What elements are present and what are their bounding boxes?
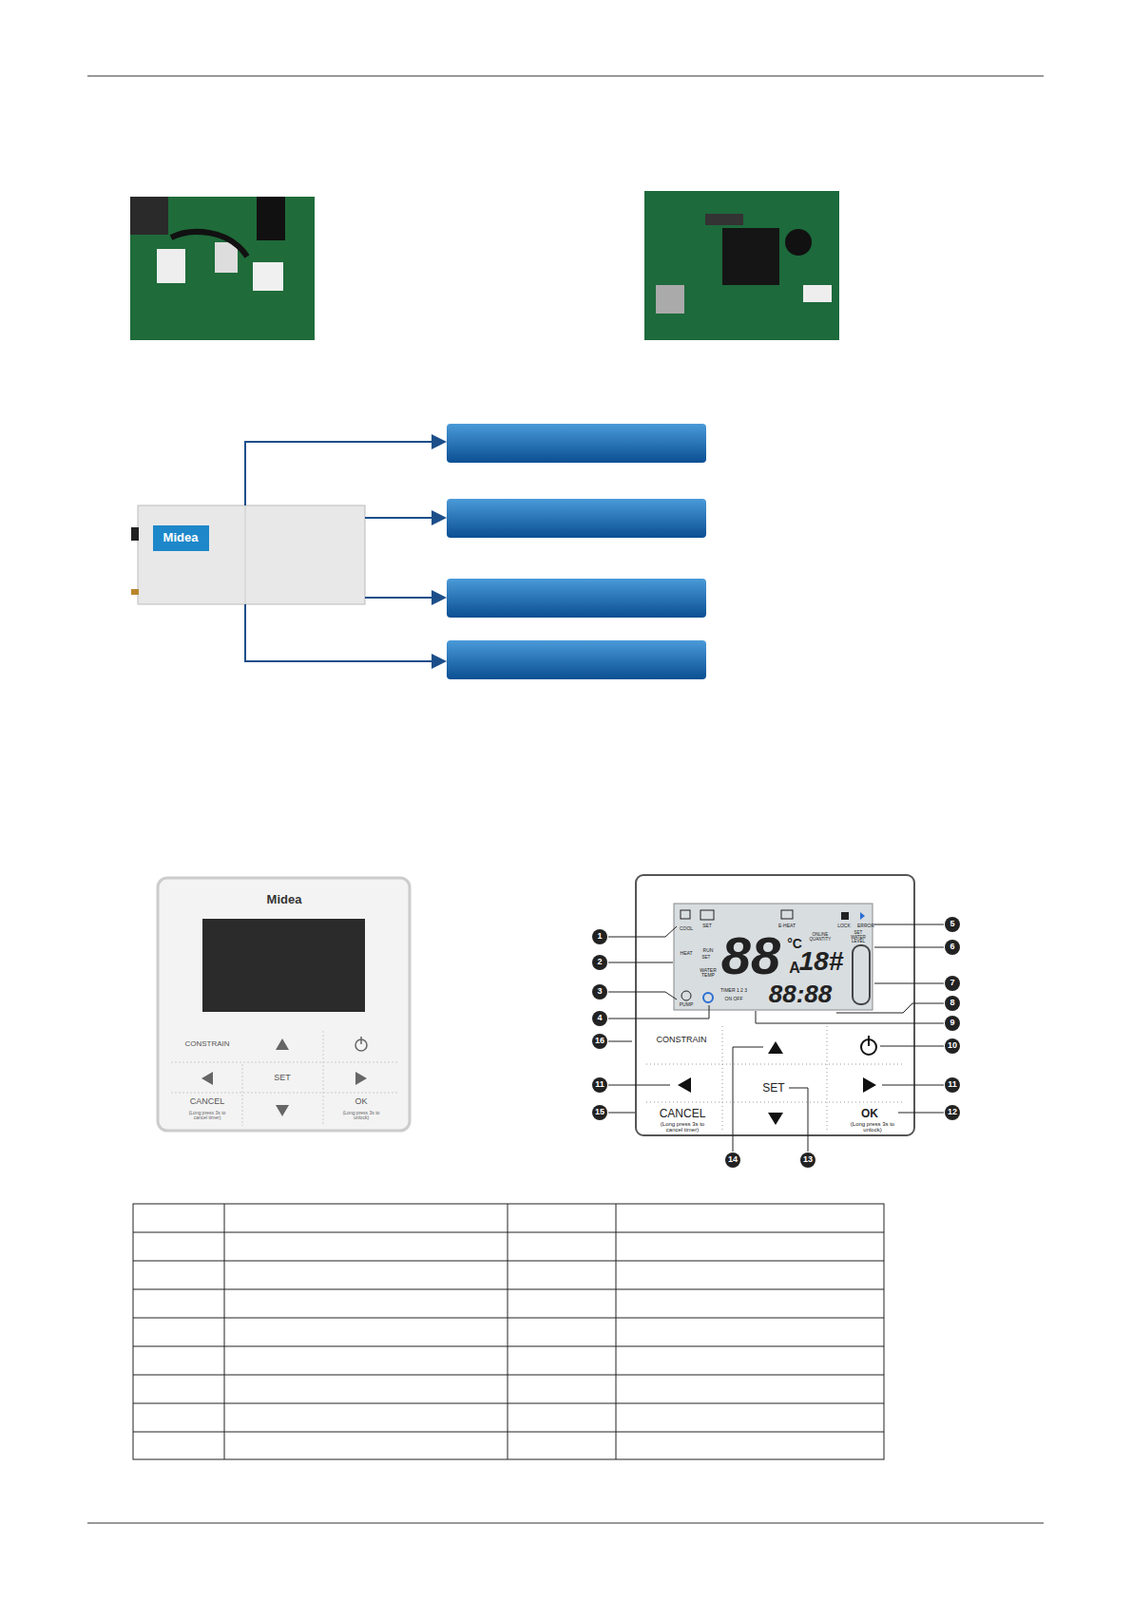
button-label: SET	[273, 1074, 291, 1083]
callout-number: 8	[944, 996, 960, 1012]
callout-number: 4	[592, 1011, 608, 1027]
icon-label: RUN	[703, 948, 714, 954]
icon-label: PUMP	[679, 1002, 693, 1008]
callout-number: 11	[944, 1077, 960, 1094]
logo-text: Midea	[163, 531, 199, 545]
header-rule	[87, 76, 1044, 77]
icon-label: ON OFF	[725, 997, 744, 1002]
callout-number: 1	[592, 929, 608, 945]
icon-label: TIMER 1 2 3	[720, 988, 748, 994]
icon-label: ONLINE QUANTITY	[808, 933, 832, 942]
controller-photo	[157, 878, 410, 1132]
callout-number: 16	[592, 1034, 608, 1050]
icon-label: SET WATER LEVEL	[847, 931, 869, 945]
controller-diagram	[635, 875, 915, 1136]
button-label: CONSTRAIN	[184, 1040, 230, 1049]
footer-rule	[87, 1523, 1044, 1525]
pcb-photo	[130, 191, 840, 341]
button-label: OK	[354, 1097, 367, 1107]
button-note: (Long press 3s to cancel timer)	[655, 1121, 710, 1134]
callout-number: 12	[944, 1105, 960, 1121]
callout-number: 15	[592, 1105, 608, 1121]
segment-digits: 18#	[799, 947, 845, 976]
button-note: (Long press 3s to cancel timer)	[183, 1111, 231, 1122]
callout-number: 10	[944, 1038, 960, 1055]
unit-illustration	[131, 505, 365, 605]
callout-number: 6	[944, 940, 960, 956]
icon-label: LOCK	[837, 923, 851, 929]
segment-digits: 88	[721, 928, 781, 985]
button-label: OK	[861, 1108, 879, 1121]
button-label: CANCEL	[659, 1108, 707, 1121]
icon-label: HEAT	[680, 951, 693, 957]
button-label: CANCEL	[190, 1097, 226, 1107]
button-label: CONSTRAIN	[655, 1036, 707, 1045]
callout-number: 13	[800, 1152, 816, 1169]
callout-number: 7	[944, 976, 960, 992]
callout-number: 3	[592, 984, 608, 1000]
callout-number: 5	[944, 917, 960, 933]
unit-symbol: A	[788, 960, 801, 978]
blue-bands	[446, 423, 707, 680]
empty-table	[133, 1204, 884, 1460]
callout-number: 14	[725, 1152, 741, 1169]
arrow-lines	[245, 441, 445, 662]
icon-label: COOL	[679, 926, 693, 932]
callout-number: 2	[592, 955, 608, 971]
icon-label: E-HEAT	[778, 923, 796, 929]
button-label: SET	[762, 1082, 785, 1095]
icon-label: ERROR	[857, 923, 875, 929]
callout-number: 9	[944, 1016, 960, 1032]
button-note: (Long press 3s to unlock)	[340, 1111, 384, 1122]
leader-lines	[608, 924, 944, 1152]
icon-label: SET	[702, 956, 711, 961]
icon-label: WATER TEMP	[697, 968, 719, 979]
segment-digits: 88:88	[768, 981, 833, 1008]
button-note: (Long press 3s to unlock)	[845, 1121, 900, 1134]
callout-number: 11	[592, 1077, 608, 1094]
icon-label: SET	[702, 923, 712, 929]
logo-text: Midea	[267, 893, 303, 907]
